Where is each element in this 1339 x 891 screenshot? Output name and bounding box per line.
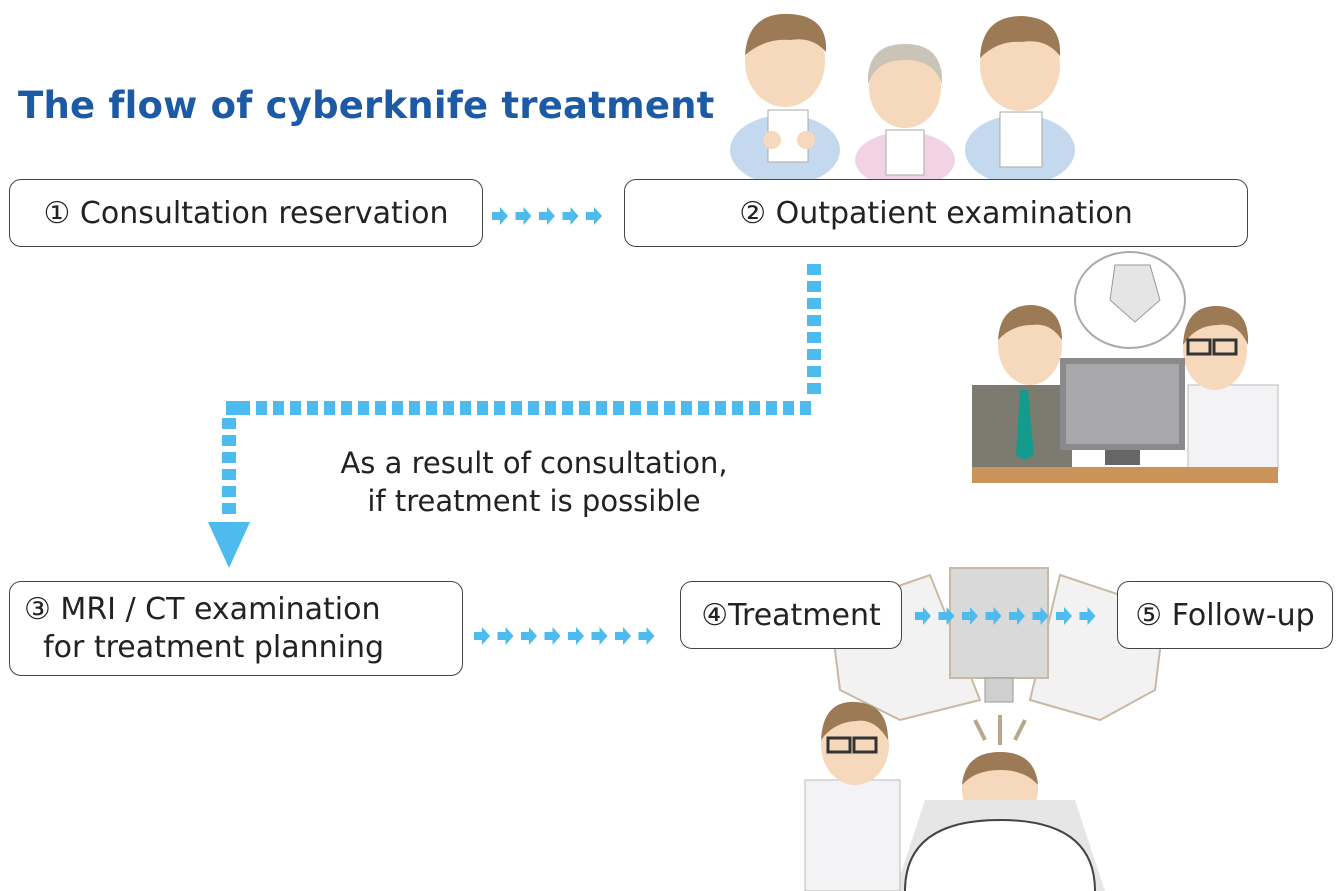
connector-dash	[807, 366, 821, 377]
connector-dash	[222, 418, 236, 429]
arrow-chevron	[1009, 607, 1025, 625]
connector-dash	[222, 469, 236, 480]
connector-dash	[807, 264, 821, 275]
condition-note: As a result of consultation, if treatmen…	[284, 444, 784, 520]
down-arrow-head	[208, 522, 250, 568]
connector-dash	[749, 401, 760, 415]
connector-dash	[375, 401, 386, 415]
connector-dash	[222, 435, 236, 446]
connector-dash	[460, 401, 471, 415]
arrow-row-3-to-4	[474, 627, 655, 645]
connector-dash	[273, 401, 284, 415]
connector-dash	[341, 401, 352, 415]
connector-dash	[528, 401, 539, 415]
connector-dash	[807, 383, 821, 394]
patients-illustration	[730, 13, 1075, 188]
connector-dash	[545, 401, 556, 415]
doctors-illustration	[972, 251, 1279, 483]
connector-dash	[409, 401, 420, 415]
dashed-connector-2-to-3	[222, 264, 821, 514]
arrow-chevron	[1032, 607, 1049, 625]
arrow-row-1-to-2	[492, 207, 602, 225]
arrow-chevron	[568, 627, 584, 645]
arrow-chevron	[586, 207, 602, 225]
connector-dash	[732, 401, 743, 415]
page-title: The flow of cyberknife treatment	[18, 84, 715, 127]
arrow-chevron	[591, 627, 608, 645]
arrow-chevron	[615, 627, 631, 645]
connector-dash	[222, 452, 236, 463]
arrow-chevron	[1056, 607, 1072, 625]
step-3-label-line2: for treatment planning	[24, 629, 385, 665]
step-2-label: ② Outpatient examination	[739, 195, 1133, 231]
step-consultation-reservation: ① Consultation reservation	[9, 179, 483, 247]
condition-note-line1: As a result of consultation,	[340, 446, 728, 480]
connector-dash	[226, 401, 240, 415]
connector-dash	[443, 401, 454, 415]
connector-dash	[647, 401, 658, 415]
step-1-label: ① Consultation reservation	[43, 195, 449, 231]
step-mri-ct-examination: ③ MRI / CT examination for treatment pla…	[9, 581, 463, 676]
arrow-chevron	[915, 607, 931, 625]
step-outpatient-examination: ② Outpatient examination	[624, 179, 1248, 247]
connector-dash	[596, 401, 607, 415]
connector-dash	[256, 401, 267, 415]
connector-dash	[222, 503, 236, 514]
connector-dash	[783, 401, 794, 415]
arrow-chevron	[562, 207, 579, 225]
connector-dash	[800, 401, 811, 415]
connector-dash	[630, 401, 641, 415]
arrow-chevron	[544, 627, 561, 645]
connector-dash	[807, 315, 821, 326]
connector-dash	[579, 401, 590, 415]
connector-dash	[222, 486, 236, 497]
step-5-label: ⑤ Follow-up	[1135, 597, 1315, 633]
connector-dash	[807, 349, 821, 360]
connector-dash	[613, 401, 624, 415]
arrow-chevron	[638, 627, 655, 645]
connector-dash	[290, 401, 301, 415]
arrow-chevron	[515, 207, 532, 225]
arrow-chevron	[962, 607, 978, 625]
connector-dash	[239, 401, 250, 415]
connector-dash	[392, 401, 403, 415]
connector-dash	[494, 401, 505, 415]
connector-dash	[511, 401, 522, 415]
arrow-row-4-to-5	[915, 607, 1096, 625]
step-follow-up: ⑤ Follow-up	[1117, 581, 1333, 649]
arrow-chevron	[474, 627, 490, 645]
arrow-chevron	[1079, 607, 1096, 625]
connector-dash	[807, 332, 821, 343]
connector-dash	[664, 401, 675, 415]
condition-note-line2: if treatment is possible	[367, 484, 701, 518]
connector-dash	[324, 401, 335, 415]
connector-dash	[715, 401, 726, 415]
connector-dash	[358, 401, 369, 415]
step-3-label-line1: ③ MRI / CT examination	[24, 591, 381, 627]
connector-dash	[698, 401, 709, 415]
connector-dash	[426, 401, 437, 415]
connector-dash	[681, 401, 692, 415]
connector-dash	[766, 401, 777, 415]
step-treatment: ④Treatment	[680, 581, 902, 649]
connector-dash	[807, 298, 821, 309]
arrow-chevron	[521, 627, 537, 645]
step-4-label: ④Treatment	[701, 597, 881, 633]
arrow-chevron	[938, 607, 955, 625]
connector-dash	[477, 401, 488, 415]
arrow-chevron	[497, 627, 514, 645]
arrow-chevron	[492, 207, 508, 225]
arrow-chevron	[539, 207, 555, 225]
arrow-chevron	[985, 607, 1002, 625]
connector-dash	[807, 281, 821, 292]
connector-dash	[307, 401, 318, 415]
connector-dash	[562, 401, 573, 415]
